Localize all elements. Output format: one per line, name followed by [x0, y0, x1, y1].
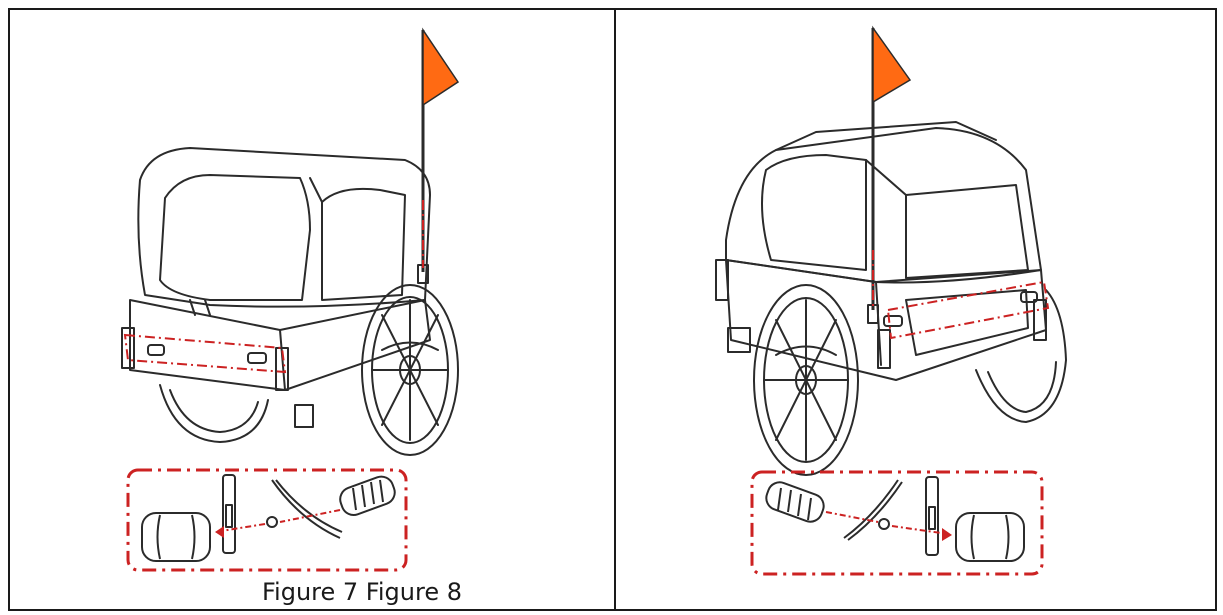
figure-caption: Figure 7 Figure 8: [262, 578, 462, 606]
figure-8-panel: [616, 10, 1215, 609]
figure-8-illustration: [715, 25, 1067, 576]
figure-7-panel: Figure 7 Figure 8: [10, 10, 614, 609]
document-frame: [8, 8, 1217, 611]
figure-7-illustration: [121, 27, 460, 572]
panel-divider: [614, 8, 616, 611]
